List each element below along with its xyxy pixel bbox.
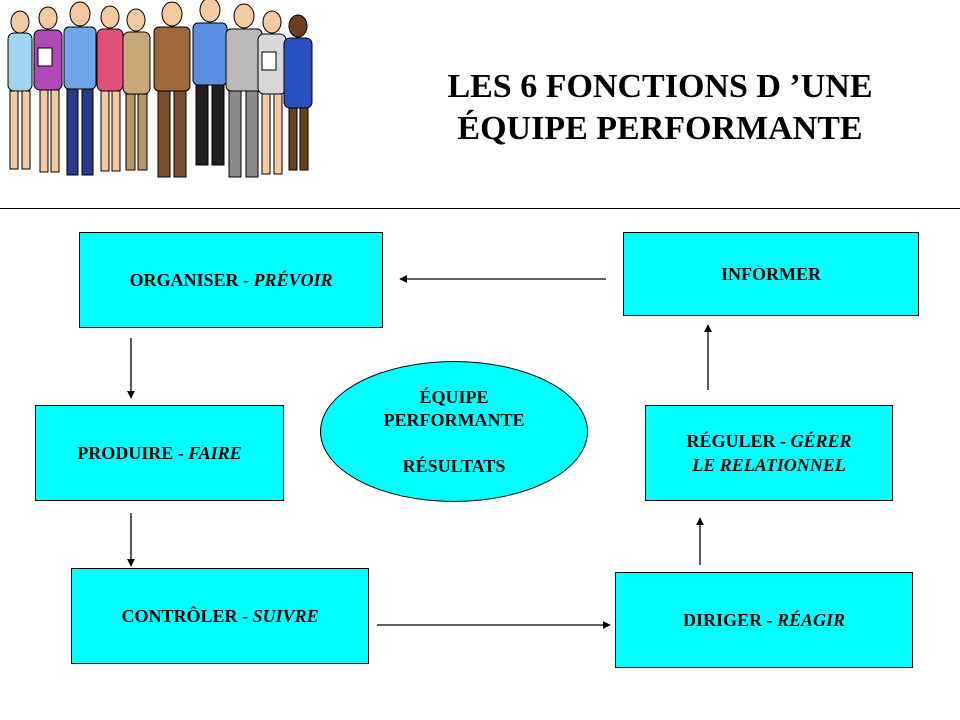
box-reguler: RÉGULER - GÉRER LE RELATIONNEL: [645, 405, 893, 501]
box-produire: PRODUIRE - FAIRE: [35, 405, 284, 501]
box-produire-label: PRODUIRE -: [77, 443, 189, 463]
center-ellipse: ÉQUIPE PERFORMANTE RÉSULTATS: [320, 361, 588, 502]
box-diriger-label: DIRIGER -: [682, 610, 777, 630]
box-produire-italic: FAIRE: [188, 443, 242, 463]
header-divider: [0, 208, 960, 209]
box-controler-italic: SUIVRE: [252, 606, 319, 626]
box-controler-label: CONTRÔLER -: [121, 606, 253, 626]
page-title: LES 6 FONCTIONS D ’UNE ÉQUIPE PERFORMANT…: [380, 66, 940, 150]
box-diriger-italic: RÉAGIR: [776, 610, 846, 630]
title-line-1: LES 6 FONCTIONS D ’UNE: [447, 68, 873, 105]
box-informer-label: INFORMER: [721, 264, 821, 284]
box-reguler-italic-1: GÉRER: [790, 431, 852, 451]
box-organiser-italic: PRÉVOIR: [253, 270, 333, 290]
center-line-2: PERFORMANTE: [383, 409, 525, 430]
box-controler: CONTRÔLER - SUIVRE: [71, 568, 369, 664]
center-line-3: RÉSULTATS: [402, 455, 506, 476]
title-line-2: ÉQUIPE PERFORMANTE: [457, 110, 863, 147]
team-illustration-icon: [7, 0, 313, 178]
box-informer: INFORMER: [623, 232, 919, 316]
box-reguler-italic-2: LE RELATIONNEL: [692, 455, 846, 475]
box-organiser: ORGANISER - PRÉVOIR: [79, 232, 383, 328]
box-organiser-label: ORGANISER -: [129, 270, 254, 290]
box-reguler-label: RÉGULER -: [686, 431, 791, 451]
box-diriger: DIRIGER - RÉAGIR: [615, 572, 913, 668]
center-line-1: ÉQUIPE: [419, 386, 489, 407]
